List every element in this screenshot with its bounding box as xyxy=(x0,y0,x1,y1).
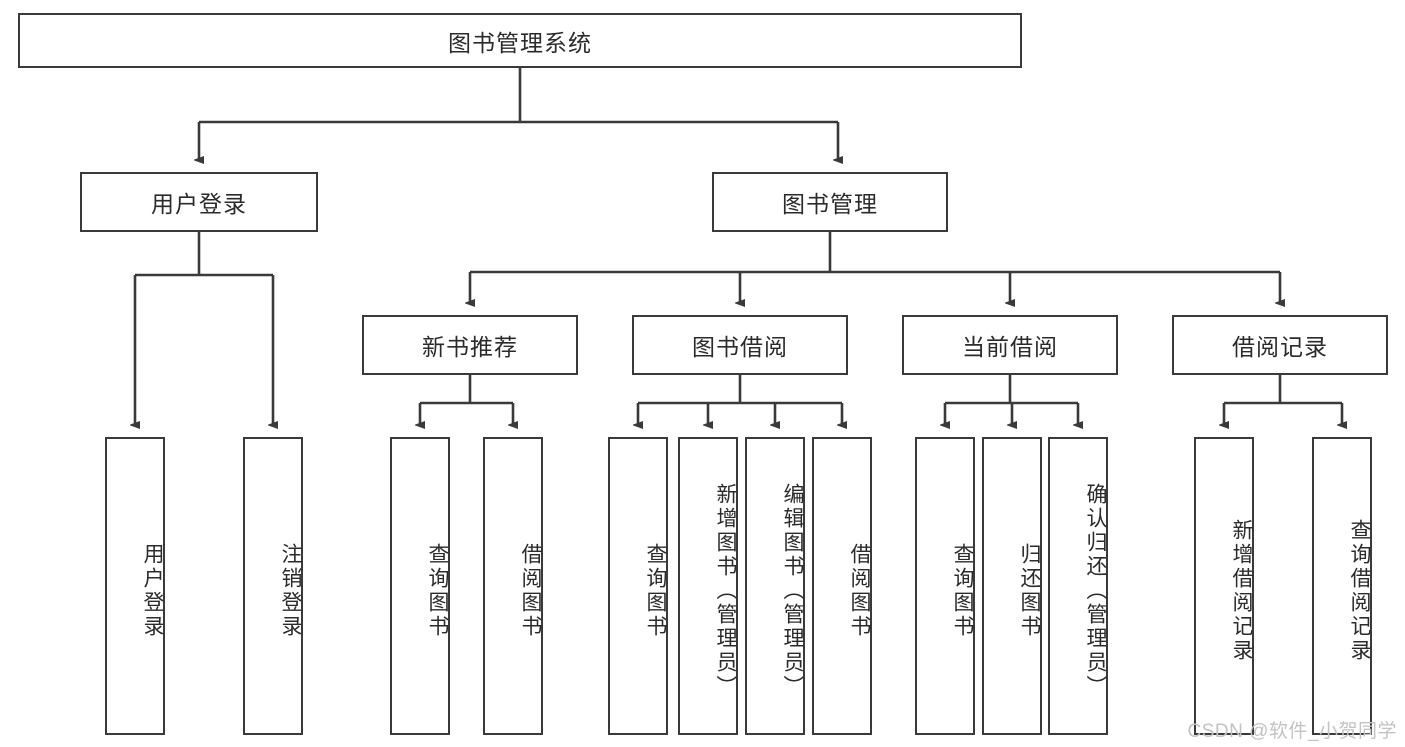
leaf-label: 查询图书 xyxy=(644,543,667,639)
node-current-borrow-label: 当前借阅 xyxy=(962,334,1058,360)
leaf-user-login-0[interactable]: 用户登录 xyxy=(105,437,165,735)
leaf-label: 查询借阅记录 xyxy=(1348,519,1371,663)
leaf-label: 查询图书 xyxy=(426,543,449,639)
node-root-label: 图书管理系统 xyxy=(448,29,592,56)
leaf-label: 归还图书 xyxy=(1018,543,1041,639)
node-current-borrow[interactable]: 当前借阅 xyxy=(902,315,1118,375)
node-borrow-record-label: 借阅记录 xyxy=(1232,334,1328,360)
leaf-label: 注销登录 xyxy=(279,543,302,639)
leaf-label: 编辑图书（管理员） xyxy=(781,483,804,699)
leaf-label: 用户登录 xyxy=(141,543,164,639)
leaf-current-borrow-1[interactable]: 归还图书 xyxy=(982,437,1042,735)
leaf-book-borrow-3[interactable]: 借阅图书 xyxy=(812,437,872,735)
leaf-label: 确认归还（管理员） xyxy=(1084,483,1107,699)
leaf-current-borrow-0[interactable]: 查询图书 xyxy=(915,437,975,735)
leaf-book-borrow-0[interactable]: 查询图书 xyxy=(608,437,668,735)
leaf-label: 借阅图书 xyxy=(848,543,871,639)
leaf-label: 借阅图书 xyxy=(519,543,542,639)
leaf-label: 查询图书 xyxy=(951,543,974,639)
leaf-book-borrow-1[interactable]: 新增图书（管理员） xyxy=(678,437,738,735)
leaf-new-book-recommend-1[interactable]: 借阅图书 xyxy=(483,437,543,735)
node-new-book-recommend[interactable]: 新书推荐 xyxy=(362,315,578,375)
node-borrow-record[interactable]: 借阅记录 xyxy=(1172,315,1388,375)
node-book-borrow[interactable]: 图书借阅 xyxy=(632,315,848,375)
leaf-new-book-recommend-0[interactable]: 查询图书 xyxy=(390,437,450,735)
leaf-user-login-1[interactable]: 注销登录 xyxy=(243,437,303,735)
node-user-login[interactable]: 用户登录 xyxy=(80,172,318,232)
node-new-book-recommend-label: 新书推荐 xyxy=(422,334,518,360)
watermark: CSDN @软件_小贺同学 xyxy=(1187,721,1397,742)
node-book-borrow-label: 图书借阅 xyxy=(692,334,788,360)
node-root[interactable]: 图书管理系统 xyxy=(18,13,1022,68)
leaf-book-borrow-2[interactable]: 编辑图书（管理员） xyxy=(745,437,805,735)
leaf-label: 新增图书（管理员） xyxy=(714,483,737,699)
node-book-management-label: 图书管理 xyxy=(782,191,878,217)
node-user-login-label: 用户登录 xyxy=(151,191,247,217)
leaf-label: 新增借阅记录 xyxy=(1230,519,1253,663)
leaf-current-borrow-2[interactable]: 确认归还（管理员） xyxy=(1048,437,1108,735)
node-book-management[interactable]: 图书管理 xyxy=(712,172,948,232)
leaf-borrow-record-0[interactable]: 新增借阅记录 xyxy=(1194,437,1254,735)
leaf-borrow-record-1[interactable]: 查询借阅记录 xyxy=(1312,437,1372,735)
